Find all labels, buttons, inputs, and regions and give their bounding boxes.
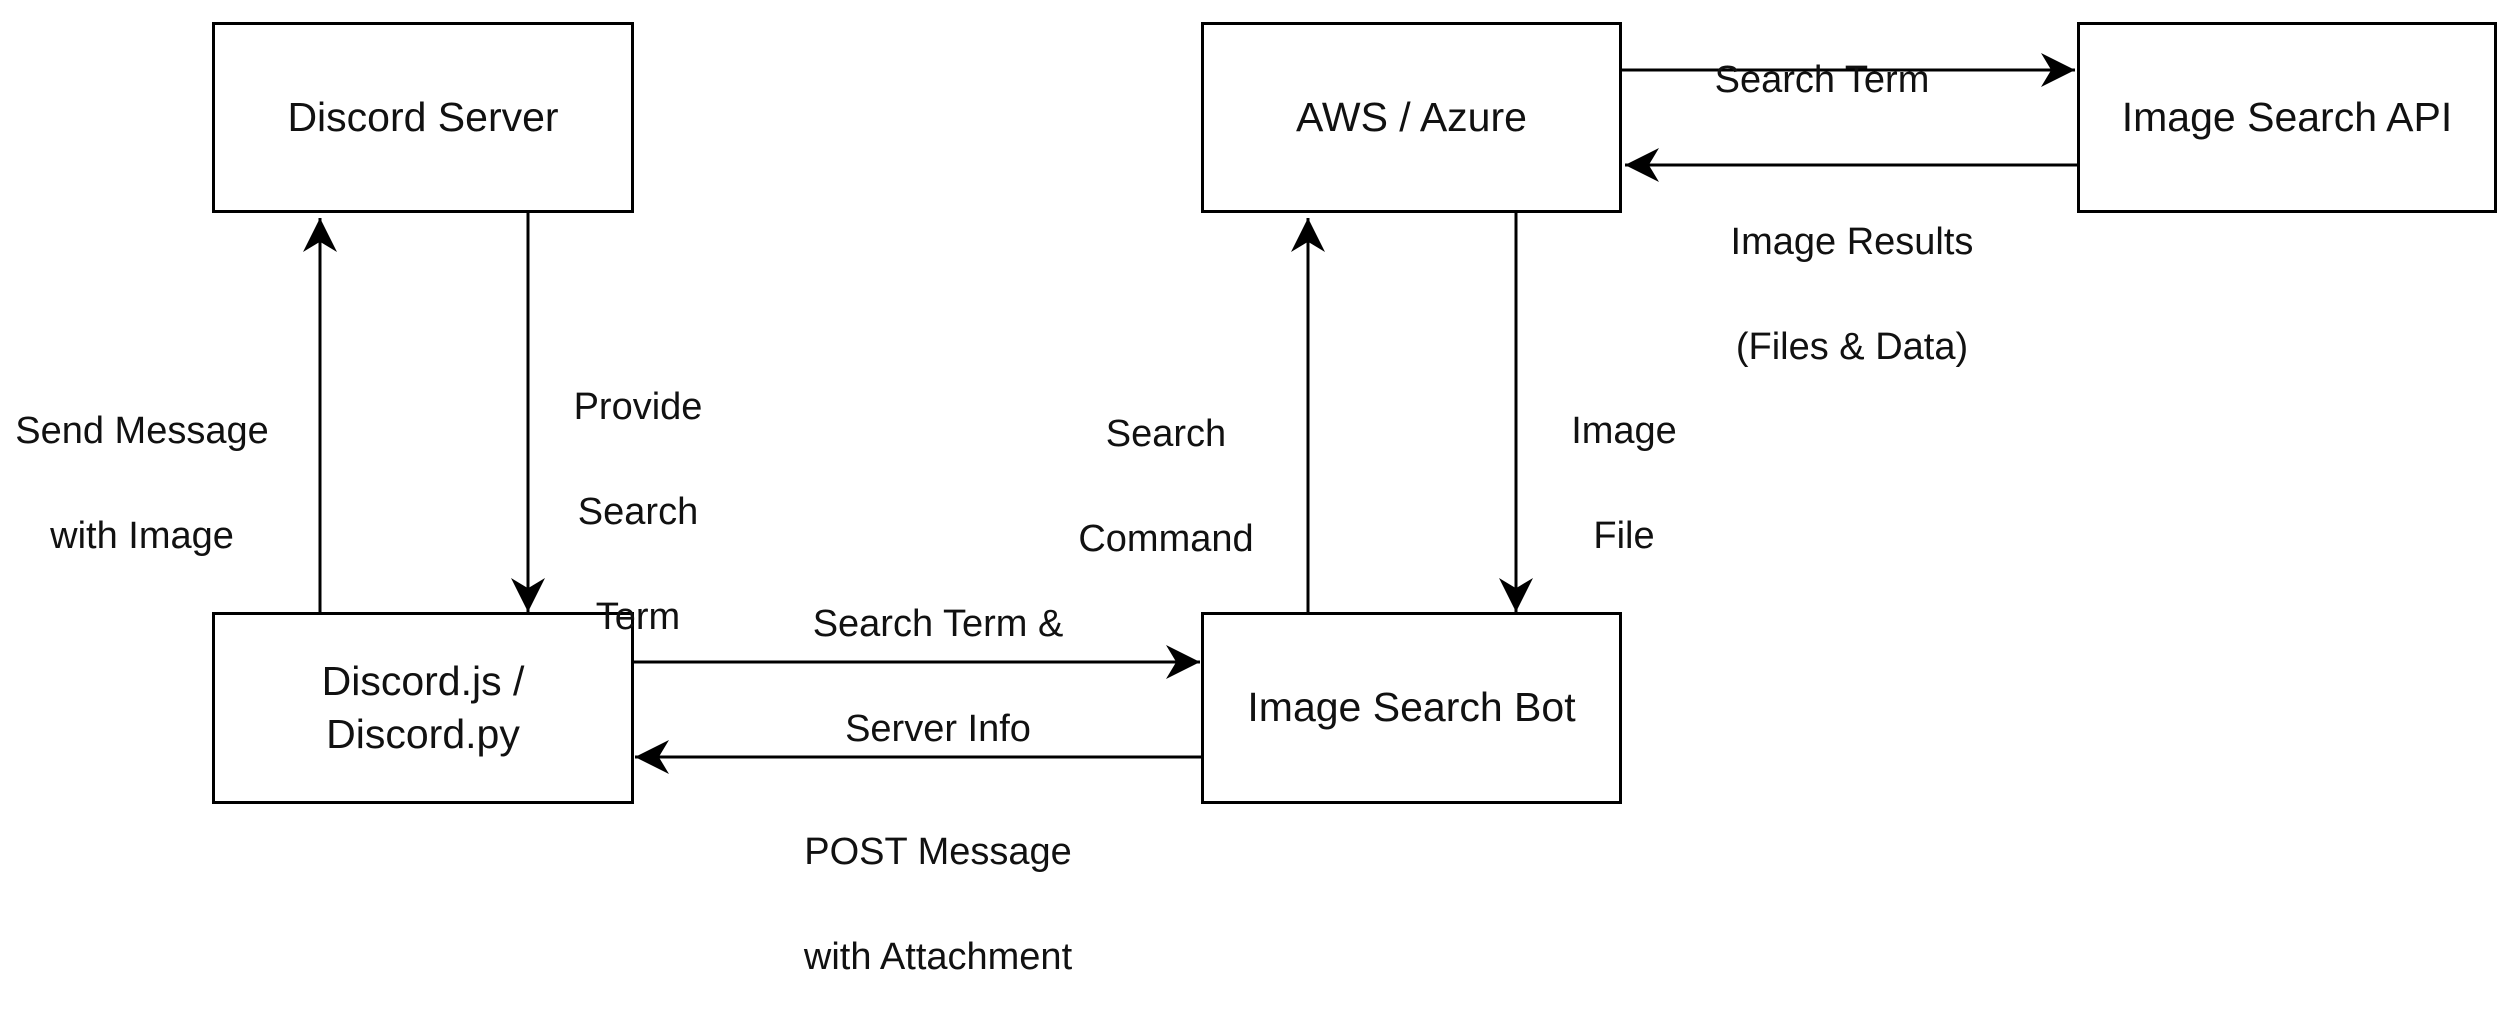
node-image-search-bot-label: Image Search Bot: [1247, 684, 1576, 731]
node-discord-server: Discord Server: [212, 22, 634, 213]
edge-label-provide-search-term-line-2: Search: [577, 491, 699, 534]
node-discord-lib-label-line-1: Discord.js /: [321, 657, 525, 704]
node-discord-lib-label-line-2: Discord.py: [326, 711, 520, 757]
edge-label-provide-search-term-line-3: Term: [595, 596, 681, 639]
node-aws-azure: AWS / Azure: [1201, 22, 1622, 213]
edge-label-search-command-line-2: Command: [1078, 518, 1254, 561]
edge-label-image-file-line-2: File: [1593, 515, 1655, 558]
edge-label-search-command: Search Command: [1078, 356, 1253, 618]
node-discord-server-label: Discord Server: [287, 93, 559, 140]
edge-label-post-message-line-1: POST Message: [804, 831, 1072, 874]
node-aws-azure-label: AWS / Azure: [1296, 93, 1527, 140]
edge-label-search-term: Search Term: [1715, 2, 1930, 159]
edge-label-send-message-line-1: Send Message: [15, 410, 269, 453]
edge-label-search-term-server-info-line-2: Server Info: [845, 708, 1031, 751]
edge-label-image-results-line-1: Image Results: [1730, 221, 1974, 264]
node-discord-lib: Discord.js / Discord.py: [212, 612, 634, 804]
edge-label-image-results: Image Results (Files & Data): [1731, 164, 1974, 426]
node-image-search-api: Image Search API: [2077, 22, 2497, 213]
edge-label-image-results-line-2: (Files & Data): [1735, 326, 1969, 369]
edge-label-send-message-line-2: with Image: [50, 515, 234, 558]
edge-label-provide-search-term: Provide Search Term: [574, 329, 703, 696]
edge-label-provide-search-term-line-1: Provide: [573, 386, 703, 429]
edge-label-search-term-line-1: Search Term: [1714, 59, 1930, 102]
edge-label-search-term-server-info: Search Term & Server Info: [813, 546, 1064, 808]
edge-label-search-term-server-info-line-1: Search Term &: [812, 603, 1064, 646]
edge-label-image-file-line-1: Image: [1571, 410, 1677, 453]
diagram-canvas: [303, 53, 2077, 774]
edge-label-post-message: POST Message with Attachment: [804, 774, 1072, 1036]
edge-label-send-message: Send Message with Image: [15, 353, 269, 615]
node-image-search-api-label: Image Search API: [2121, 93, 2453, 140]
edge-label-image-file: Image File: [1571, 353, 1677, 615]
node-image-search-bot: Image Search Bot: [1201, 612, 1622, 804]
edge-label-post-message-line-2: with Attachment: [803, 936, 1073, 979]
edge-label-search-command-line-1: Search: [1105, 413, 1227, 456]
